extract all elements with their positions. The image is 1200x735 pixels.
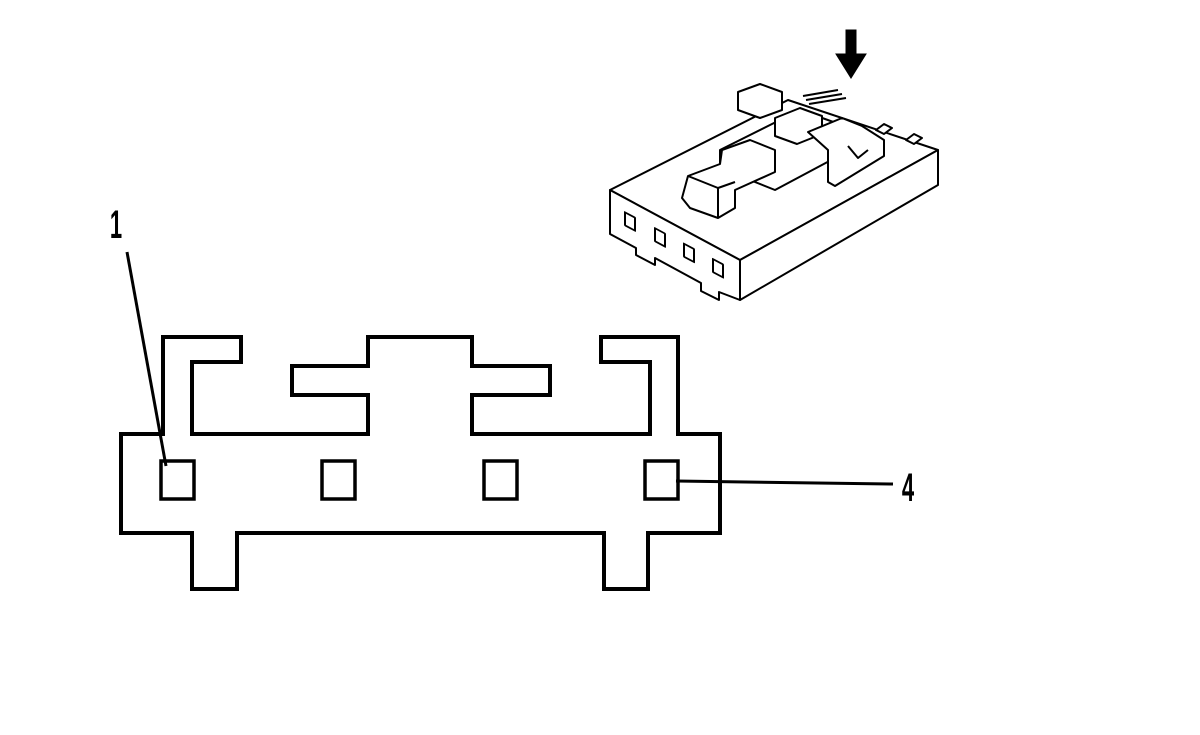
pin-cavity-3 [482,459,519,501]
connector-3d-view [609,83,939,301]
pin-cavity-4 [643,459,680,501]
release-lever-edge [687,175,736,218]
insertion-arrow-icon [835,29,867,79]
latch-v-notch [847,145,869,159]
latch-post-right [807,117,885,187]
housing-front-face [609,189,741,301]
terminal-window-4 [712,257,724,279]
pin-cavity-2 [320,459,357,501]
pin-cavity-1 [159,459,196,501]
terminal-window-2 [654,227,666,248]
rear-notch-1 [875,123,893,135]
callout-label-1: 1 [110,202,122,247]
terminal-window-1 [624,211,636,232]
terminal-window-3 [683,242,695,264]
latch-grooves [802,89,847,105]
latch-post-left [737,83,783,119]
release-lever [681,139,776,219]
callout-label-4: 4 [902,465,914,510]
connector-face-outline [119,335,722,591]
rear-notch-2 [905,133,923,145]
callout-leader-4 [675,479,894,486]
callout-leader-1 [125,251,168,467]
